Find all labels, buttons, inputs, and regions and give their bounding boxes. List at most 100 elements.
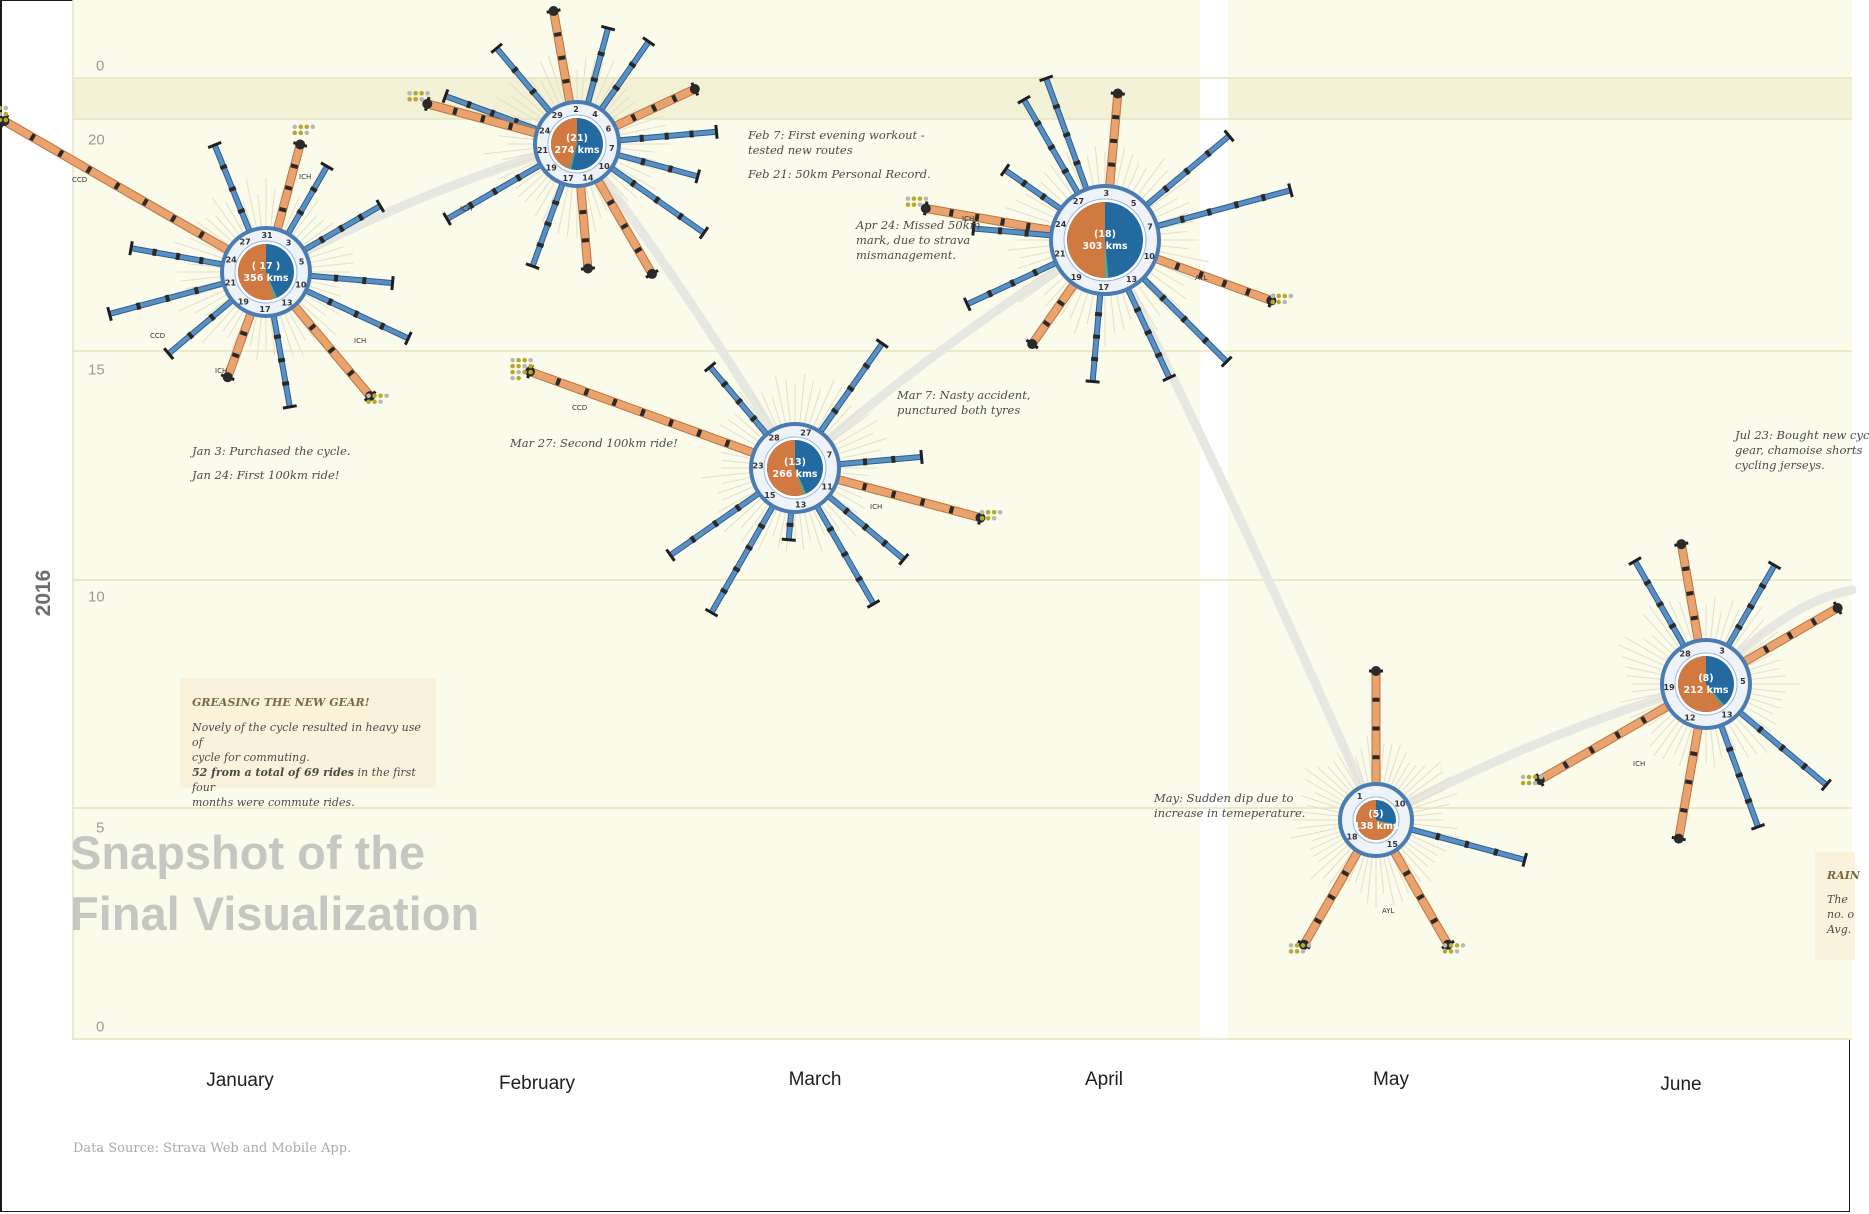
sunburst-ray (1736, 717, 1769, 753)
ride-marker (197, 230, 205, 239)
ride-marker (606, 198, 615, 206)
ride-marker (1244, 288, 1251, 296)
day-label: 19 (1664, 683, 1676, 692)
weather-dot (419, 90, 424, 96)
weather-dot (384, 393, 389, 399)
ride-marker (1562, 760, 1570, 770)
ride-marker (327, 346, 336, 354)
ride-marker (719, 587, 729, 595)
ride-marker (639, 408, 646, 417)
ride-marker (1614, 730, 1622, 740)
sunburst-ray (719, 451, 751, 459)
hub-kms-label: 303 kms (1082, 241, 1127, 252)
sunburst-ray (310, 253, 354, 263)
weather-dot (979, 515, 985, 521)
weather-dot (516, 363, 521, 369)
sunburst-ray (836, 486, 863, 499)
pie-other-slice (795, 468, 807, 495)
ride-marker (228, 185, 237, 193)
weather-dot (1454, 949, 1460, 954)
weather-dot (1442, 943, 1448, 948)
sunburst-ray (1410, 788, 1445, 806)
ride-marker (997, 227, 1003, 235)
day-label: 21 (1054, 249, 1066, 258)
ride-marker (562, 78, 570, 84)
spoke-end-cap (1521, 852, 1529, 868)
sunburst-ray (1387, 855, 1404, 903)
sunburst-ray (1678, 727, 1693, 767)
weather-dot (413, 90, 418, 96)
sunburst-ray (1648, 605, 1680, 648)
sunburst-ray (201, 305, 236, 344)
sunburst-ray (249, 316, 257, 347)
sunburst-ray (1146, 277, 1181, 309)
note-line: Novely of the cycle resulted in heavy us… (192, 721, 421, 749)
sunburst-ray (1710, 729, 1716, 768)
day-label: 10 (1394, 800, 1406, 809)
commute-spoke (1537, 701, 1672, 784)
sunburst-ray (1322, 847, 1351, 879)
sunburst-ray (225, 201, 244, 233)
sunburst-ray (187, 263, 221, 268)
sunburst-ray (1678, 601, 1693, 641)
day-label: 24 (1055, 220, 1067, 229)
sunburst-ray (1662, 723, 1684, 760)
sunburst-ray (528, 77, 552, 109)
sunburst-ray (722, 477, 751, 484)
sunburst-ray (1016, 200, 1055, 218)
sunburst-ray (723, 498, 762, 533)
sunburst-ray (1674, 725, 1688, 755)
spoke-end-dot (689, 84, 700, 95)
day-label: 21 (537, 146, 549, 155)
annotation-jan: Jan 3: Purchased the cycle. Jan 24: Firs… (192, 444, 350, 483)
sunburst-ray (1643, 614, 1676, 651)
sunburst-ray (751, 393, 773, 429)
sunburst-ray (309, 246, 345, 259)
ride-marker (1681, 566, 1690, 572)
sunburst-ray (1132, 288, 1158, 331)
sunburst-ray (590, 185, 602, 218)
sunburst-ray (1710, 597, 1716, 639)
sunburst-ray (1620, 693, 1662, 703)
sunburst-ray (609, 96, 631, 115)
ride-marker (840, 550, 849, 558)
sunburst-ray (1333, 761, 1355, 790)
day-label: 19 (546, 164, 558, 173)
weather-dot (1300, 949, 1306, 954)
ride-marker (1183, 167, 1191, 176)
note-box: GREASING THE NEW GEAR! Novely of the cyc… (180, 678, 436, 809)
ride-marker (1024, 229, 1029, 237)
spoke-end-dot (920, 203, 931, 214)
ride-marker (1039, 192, 1047, 201)
sunburst-ray (1379, 857, 1385, 894)
sunburst-ray (831, 413, 870, 442)
sunburst-ray (1366, 735, 1373, 783)
day-label: 17 (563, 174, 574, 183)
spoke-tag-label: ICH (354, 337, 366, 345)
ride-marker (749, 414, 758, 423)
day-label: 2 (573, 105, 579, 114)
sunburst-ray (777, 512, 786, 549)
sunburst-ray (1411, 793, 1458, 809)
annotation-mar: Mar 7: Nasty accident, punctured both ty… (897, 388, 1031, 418)
spoke-end-cap (1223, 129, 1235, 143)
ride-marker (193, 286, 200, 295)
sunburst-ray (717, 481, 752, 494)
sunburst-ray (1736, 619, 1765, 651)
ride-marker (628, 61, 637, 69)
ride-marker (734, 503, 742, 512)
sunburst-ray (547, 55, 564, 103)
ride-marker (855, 575, 864, 583)
sunburst-ray (828, 407, 862, 438)
ride-marker (1492, 848, 1499, 856)
ride-spoke (495, 46, 553, 115)
annotation-line: mark, due to strava (856, 233, 971, 247)
ride-marker (744, 544, 754, 552)
sunburst-ray (1336, 752, 1358, 788)
sunburst-ray (616, 161, 652, 178)
sunburst-ray (1644, 638, 1670, 658)
y-tick-label: 0 (96, 1018, 105, 1036)
ride-marker (590, 76, 599, 83)
ride-marker (1402, 869, 1411, 877)
